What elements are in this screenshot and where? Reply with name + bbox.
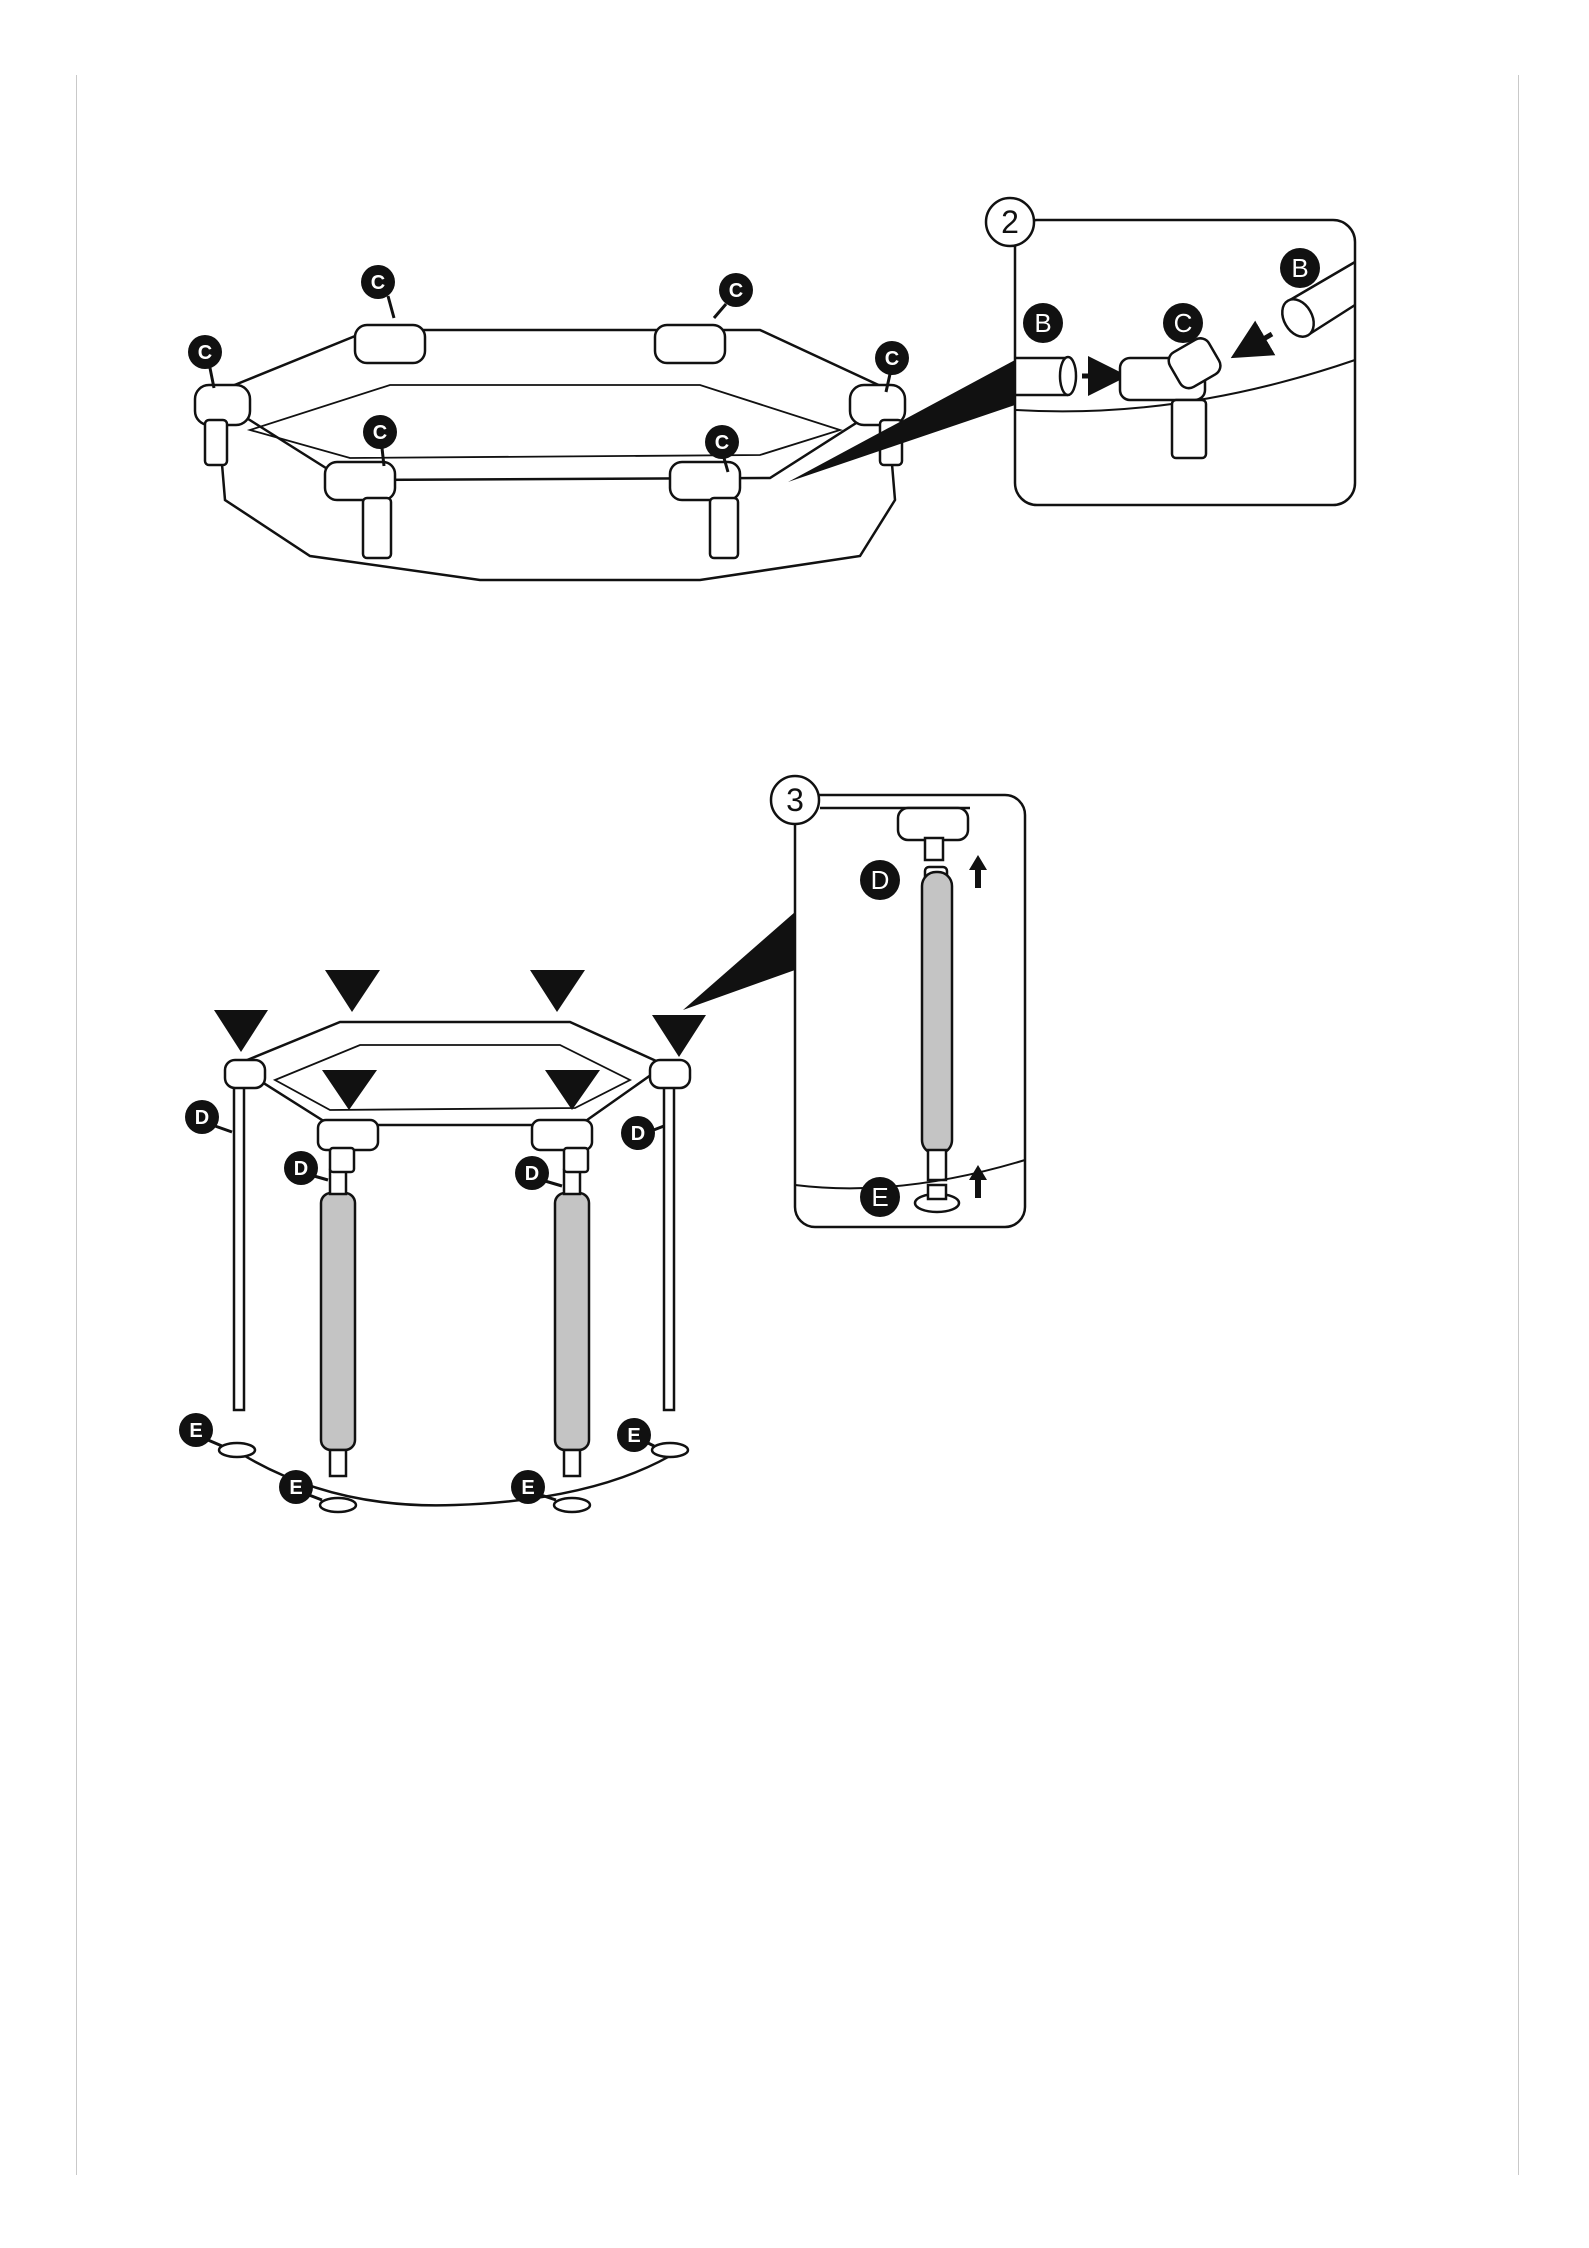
triangle-marker: [652, 1015, 706, 1057]
triangle-marker: [325, 970, 380, 1012]
triangle-marker: [530, 970, 585, 1012]
triangle-marker: [545, 1070, 600, 1110]
callout-e-front-right: E: [511, 1470, 556, 1504]
svg-text:D: D: [294, 1158, 308, 1180]
svg-text:E: E: [289, 1477, 302, 1499]
svg-text:B: B: [1034, 308, 1051, 338]
svg-text:E: E: [627, 1425, 640, 1447]
svg-text:E: E: [871, 1182, 888, 1212]
t-connector-leg: [1172, 400, 1206, 458]
callout-c-top-right: C: [714, 273, 753, 318]
step-number: 2: [1001, 204, 1019, 240]
svg-text:D: D: [195, 1107, 209, 1129]
legs: [234, 1080, 674, 1410]
step2-ring-callouts: C C C C C C: [188, 265, 909, 472]
t-connectors: [195, 325, 905, 500]
leg-sleeve: [922, 872, 952, 1154]
callout-d-right: D: [621, 1116, 664, 1150]
callout-label: C: [371, 272, 385, 294]
leg-right: [664, 1080, 674, 1410]
callout-d-left: D: [185, 1100, 232, 1134]
step2-figure: [195, 325, 905, 580]
callout-label: C: [729, 280, 743, 302]
callout-e-right: E: [617, 1418, 654, 1452]
callout-c-left: C: [188, 335, 222, 388]
inset-label-c: C: [1163, 303, 1203, 343]
svg-text:E: E: [521, 1477, 534, 1499]
t-connector-legs: [205, 420, 902, 558]
step3-zoom-wedge: [683, 912, 795, 1010]
svg-text:C: C: [1174, 308, 1193, 338]
top-ring-outer: [210, 330, 900, 480]
inset-label-b-left: B: [1023, 303, 1063, 343]
triangle-marker: [322, 1070, 377, 1110]
callout-c-top-left: C: [361, 265, 395, 318]
inset-label-d: D: [860, 860, 900, 900]
leg-sleeve-front-left: [321, 1193, 355, 1450]
svg-text:B: B: [1291, 253, 1308, 283]
svg-text:E: E: [189, 1420, 202, 1442]
leg-sleeve-front-right: [555, 1193, 589, 1450]
step3-inset: 3 D E: [771, 776, 1025, 1227]
callout-d-front-right: D: [515, 1156, 562, 1190]
callout-label: C: [198, 342, 212, 364]
triangle-marker: [214, 1010, 268, 1052]
callout-label: C: [885, 348, 899, 370]
callout-label: C: [373, 422, 387, 444]
callout-e-left: E: [179, 1413, 222, 1447]
svg-text:D: D: [525, 1163, 539, 1185]
pipe-end-left: [1060, 357, 1076, 395]
svg-text:D: D: [871, 865, 890, 895]
pool-wall: [220, 440, 895, 580]
callout-label: C: [715, 432, 729, 454]
t-connector: [898, 808, 968, 840]
svg-text:D: D: [631, 1123, 645, 1145]
leg-left: [234, 1080, 244, 1410]
inset-label-b-right: B: [1280, 248, 1320, 288]
step2-inset: 2 B C B: [986, 198, 1355, 505]
top-ring-inner: [250, 385, 840, 458]
inset-label-e: E: [860, 1177, 900, 1217]
callout-d-front-left: D: [284, 1151, 328, 1185]
leg-sleeves: [321, 1170, 589, 1476]
step-number: 3: [786, 782, 804, 818]
